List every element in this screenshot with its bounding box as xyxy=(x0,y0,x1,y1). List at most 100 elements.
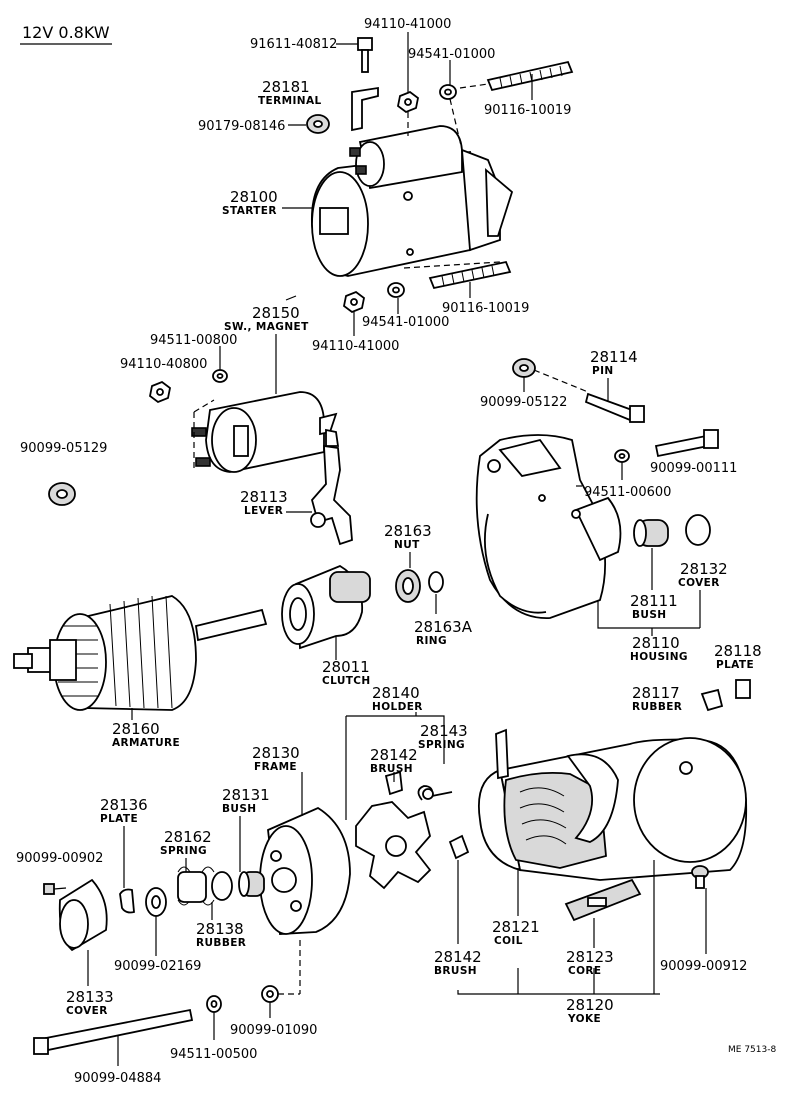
label-90099-05129: 90099-05129 xyxy=(20,441,107,456)
label-94511-00600: 94511-00600 xyxy=(584,485,671,500)
spring-28143 xyxy=(417,785,453,801)
label-28133: 28133 xyxy=(66,988,114,1006)
label-yoke: YOKE xyxy=(567,1013,601,1025)
bush-28111 xyxy=(633,519,669,547)
label-nut: NUT xyxy=(394,539,420,551)
label-28138: 28138 xyxy=(196,920,244,938)
washer-90099-01090 xyxy=(261,985,279,1003)
label-28100: 28100 xyxy=(230,188,278,206)
frame-28130 xyxy=(259,806,351,935)
label-starter: STARTER xyxy=(222,205,277,217)
label-28117: 28117 xyxy=(632,684,680,702)
cover-28133 xyxy=(58,878,108,952)
label-90179-08146: 90179-08146 xyxy=(198,119,285,134)
label-housing: HOUSING xyxy=(630,651,688,663)
label-28143: 28143 xyxy=(420,722,468,740)
lever-28113 xyxy=(310,428,353,546)
nut-94110-40800 xyxy=(149,380,171,404)
label-cover-28132: COVER xyxy=(678,577,720,589)
washer-94541-01000-top xyxy=(439,84,457,100)
label-90116-10019-top: 90116-10019 xyxy=(484,103,571,118)
ring-28163a xyxy=(428,571,444,593)
core-28123 xyxy=(564,878,642,922)
label-28181: 28181 xyxy=(262,78,310,96)
rubber-28117 xyxy=(700,688,724,712)
label-terminal: TERMINAL xyxy=(258,95,322,107)
brush-holder-28140 xyxy=(355,801,432,890)
label-cover-28133: COVER xyxy=(66,1005,108,1017)
nut-90179-08146 xyxy=(306,114,330,134)
label-90116-10019-bottom: 90116-10019 xyxy=(442,301,529,316)
label-coil: COIL xyxy=(494,935,523,947)
label-28113: 28113 xyxy=(240,488,288,506)
label-28162: 28162 xyxy=(164,828,212,846)
label-ring: RING xyxy=(416,635,447,647)
brush-28142-top xyxy=(384,770,403,796)
label-28110: 28110 xyxy=(632,634,680,652)
label-28163: 28163 xyxy=(384,522,432,540)
washer-90099-02169 xyxy=(145,887,167,917)
bush-28131 xyxy=(238,871,265,897)
label-28160: 28160 xyxy=(112,720,160,738)
label-28111: 28111 xyxy=(630,592,678,610)
label-rubber-28117: RUBBER xyxy=(632,701,682,713)
through-bolt-90099-04884 xyxy=(33,1008,194,1055)
label-brush-bottom: BRUSH xyxy=(434,965,477,977)
bolt-91611-40812 xyxy=(357,37,373,73)
label-28163a: 28163A xyxy=(414,618,473,636)
yoke-28120 xyxy=(478,728,748,881)
label-90099-00912: 90099-00912 xyxy=(660,959,747,974)
screw-90099-00902 xyxy=(43,883,67,895)
label-90099-01090: 90099-01090 xyxy=(230,1023,317,1038)
label-28120: 28120 xyxy=(566,996,614,1014)
plate-28136 xyxy=(119,888,135,914)
label-brush-top: BRUSH xyxy=(370,763,413,775)
label-frame: FRAME xyxy=(254,761,297,773)
bolt-90099-00111 xyxy=(654,429,719,458)
spec-title: 12V 0.8KW xyxy=(22,23,110,42)
nut-28163 xyxy=(395,569,421,603)
label-90099-00111: 90099-00111 xyxy=(650,461,737,476)
label-rubber-28138: RUBBER xyxy=(196,937,246,949)
label-clutch: CLUTCH xyxy=(322,675,371,687)
starter-28100 xyxy=(311,125,514,277)
label-armature: ARMATURE xyxy=(112,737,180,749)
cover-28132 xyxy=(685,514,711,546)
armature-28160 xyxy=(13,595,268,711)
label-28123: 28123 xyxy=(566,948,614,966)
label-28150: 28150 xyxy=(252,304,300,322)
label-94110-41000-top: 94110-41000 xyxy=(364,17,451,32)
label-28140: 28140 xyxy=(372,684,420,702)
magnet-switch-28150 xyxy=(191,391,338,473)
clutch-28011 xyxy=(281,564,371,650)
label-90099-00902: 90099-00902 xyxy=(16,851,103,866)
label-pin: PIN xyxy=(592,365,614,377)
label-28136: 28136 xyxy=(100,796,148,814)
label-94541-01000-bottom: 94541-01000 xyxy=(362,315,449,330)
label-sw-magnet: SW., MAGNET xyxy=(224,321,309,333)
washer-94511-00500 xyxy=(206,995,222,1013)
stud-90116-10019-bottom xyxy=(428,260,512,290)
label-90099-04884: 90099-04884 xyxy=(74,1071,161,1086)
nut-94110-41000-bottom xyxy=(343,290,365,314)
label-plate-28118: PLATE xyxy=(716,659,754,671)
label-lever: LEVER xyxy=(244,505,283,517)
label-91611-40812: 91611-40812 xyxy=(250,37,337,52)
rubber-28138 xyxy=(211,871,233,901)
plate-28118 xyxy=(735,679,751,699)
screw-90099-00912 xyxy=(691,865,709,889)
label-90099-05122: 90099-05122 xyxy=(480,395,567,410)
label-28118: 28118 xyxy=(714,642,762,660)
label-28131: 28131 xyxy=(222,786,270,804)
label-94511-00800: 94511-00800 xyxy=(150,333,237,348)
terminal-28181 xyxy=(351,86,379,132)
label-28132: 28132 xyxy=(680,560,728,578)
label-bush-28111: BUSH xyxy=(632,609,666,621)
label-28114: 28114 xyxy=(590,348,638,366)
washer-94511-00600 xyxy=(614,449,630,463)
label-28130: 28130 xyxy=(252,744,300,762)
footer-code: ME 7513-8 xyxy=(728,1045,776,1055)
label-94110-41000-bottom: 94110-41000 xyxy=(312,339,399,354)
label-bush-28131: BUSH xyxy=(222,803,256,815)
